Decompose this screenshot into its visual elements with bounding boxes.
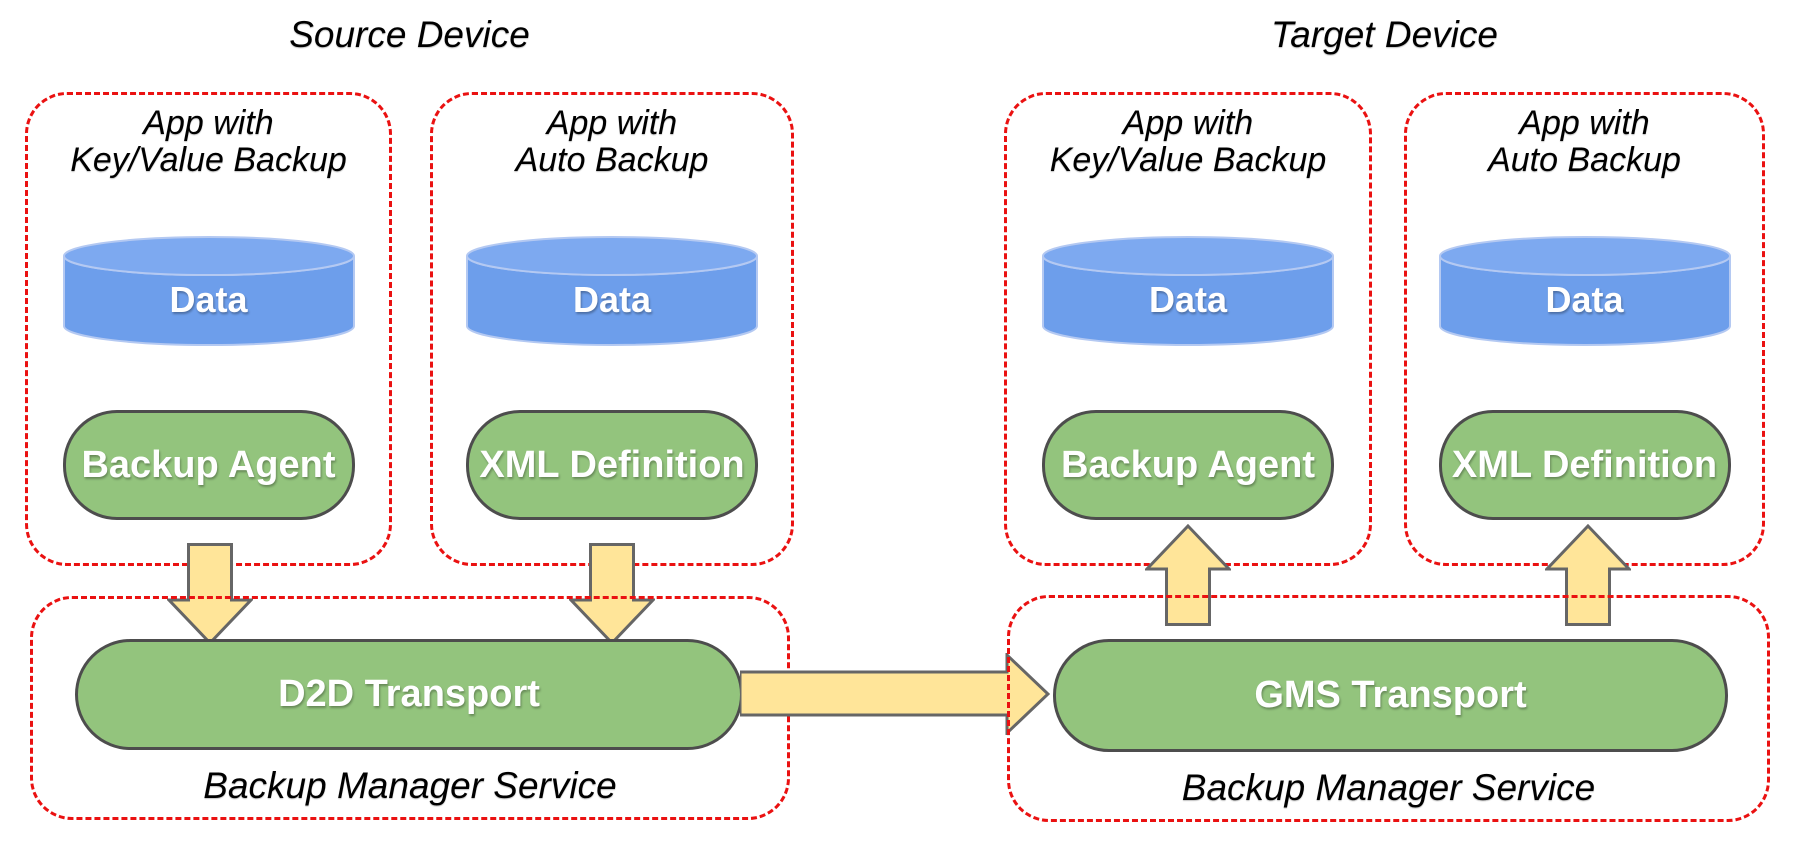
backup-manager-service-label: Backup Manager Service [1181, 767, 1596, 808]
down-arrow-icon [167, 543, 253, 645]
xml-definition-shape: XML Definition [1438, 410, 1731, 520]
data-label: Data [169, 279, 248, 320]
app-label-line2: Key/Value Backup [70, 141, 347, 179]
data-cylinder: Data [465, 236, 759, 348]
app-label-line1: App with [143, 104, 274, 142]
app-label-line2: Auto Backup [1488, 141, 1681, 179]
app-box-label: App with Key/Value Backup [1007, 105, 1369, 179]
database-cylinder-icon [62, 236, 355, 346]
data-cylinder: Data [1438, 236, 1732, 348]
data-cylinder: Data [1041, 236, 1335, 348]
xml-definition-shape: XML Definition [466, 410, 758, 520]
data-label: Data [572, 279, 652, 320]
source-device-title: Source Device [289, 14, 530, 55]
app-box-label: App with Auto Backup [433, 105, 791, 179]
up-arrow-icon [1545, 524, 1631, 626]
data-cylinder: Data [62, 236, 356, 348]
source-app-auto-box: App with Auto Backup Data XML Definition [430, 92, 794, 566]
app-label-line1: App with [1122, 104, 1254, 142]
database-cylinder-icon [1042, 236, 1334, 346]
app-box-label: App with Key/Value Backup [28, 105, 389, 179]
source-backup-manager-service-box: D2D Transport Backup Manager Service [30, 596, 790, 820]
app-label-line1: App with [546, 104, 678, 142]
app-box-label: App with Auto Backup [1407, 105, 1762, 179]
source-app-keyvalue-box: App with Key/Value Backup Data Backup Ag… [25, 92, 392, 566]
database-cylinder-icon [1438, 236, 1731, 346]
data-label: Data [1545, 279, 1624, 320]
app-label-line2: Auto Backup [515, 141, 709, 179]
app-label-line2: Key/Value Backup [1049, 141, 1327, 179]
target-app-keyvalue-box: App with Key/Value Backup Data Backup Ag… [1004, 92, 1372, 566]
backup-agent-shape: Backup Agent [62, 410, 355, 520]
database-cylinder-icon [466, 236, 758, 346]
up-arrow-icon [1145, 524, 1231, 626]
down-arrow-icon [569, 543, 655, 645]
gms-transport-shape: GMS Transport [1053, 639, 1728, 752]
target-backup-manager-service-box: GMS Transport Backup Manager Service [1007, 595, 1770, 822]
target-device-title: Target Device [1271, 14, 1498, 55]
d2d-transport-shape: D2D Transport [75, 639, 743, 750]
backup-agent-shape: Backup Agent [1042, 410, 1334, 520]
target-app-auto-box: App with Auto Backup Data XML Definition [1404, 92, 1765, 566]
data-label: Data [1148, 279, 1228, 320]
right-arrow-icon [740, 653, 1050, 735]
backup-manager-service-label: Backup Manager Service [203, 765, 617, 806]
app-label-line1: App with [1519, 104, 1650, 142]
